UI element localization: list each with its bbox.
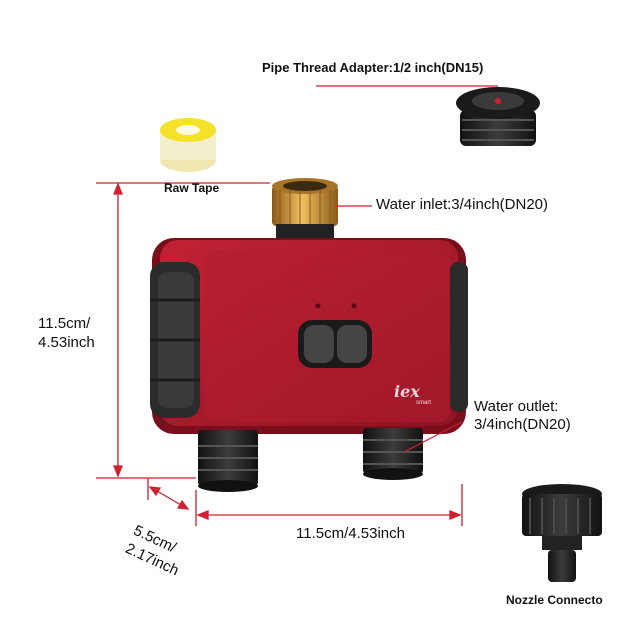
pipe-thread-adapter: [456, 87, 540, 146]
height-inch-label: 4.53inch: [38, 334, 95, 351]
water-outlet-left: [198, 430, 258, 492]
water-outlet-label-1: Water outlet:: [474, 398, 559, 415]
brass-inlet-connector: [272, 178, 338, 238]
dimension-lines: [96, 182, 463, 526]
water-outlet-right: [363, 428, 423, 480]
timer-body: [150, 238, 468, 434]
brand-logo-sub: smart: [416, 400, 431, 406]
raw-tape-roll: [160, 118, 216, 172]
nozzle-connector: [522, 484, 602, 582]
brand-logo: iex: [394, 382, 420, 401]
height-cm-label: 11.5cm/: [38, 315, 91, 332]
width-label: 11.5cm/4.53inch: [296, 525, 405, 542]
water-inlet-label: Water inlet:3/4inch(DN20): [376, 196, 549, 213]
adapter-label: Pipe Thread Adapter:1/2 inch(DN15): [262, 60, 484, 75]
outlet-guide-line: [403, 421, 463, 453]
nozzle-label: Nozzle Connecto: [506, 593, 603, 607]
raw-tape-label: Raw Tape: [164, 181, 220, 195]
water-outlet-label-2: 3/4inch(DN20): [474, 416, 571, 433]
